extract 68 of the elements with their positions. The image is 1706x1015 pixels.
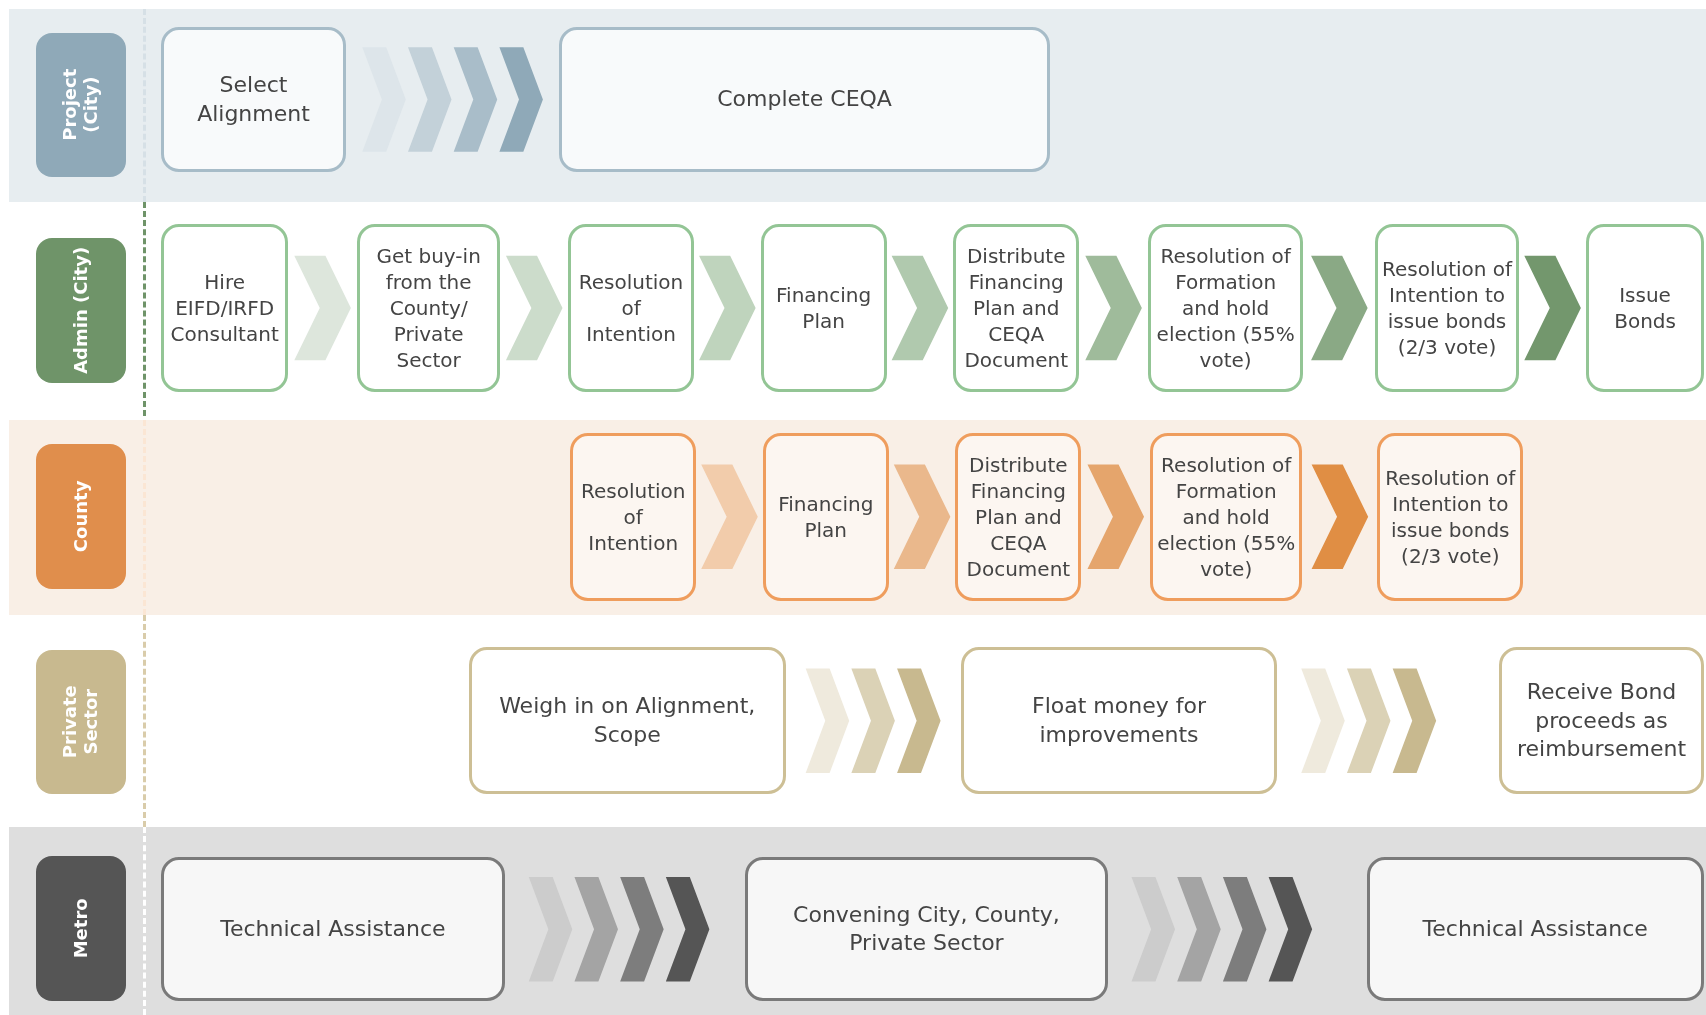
- process-box: [1375, 224, 1519, 392]
- step-text: Distribute Financing Plan and CEQA Document: [963, 242, 1069, 373]
- step-text: Weigh in on Alignment, Scope: [498, 692, 757, 749]
- chevron-arrow: [1392, 668, 1437, 774]
- lane-label: Metro: [70, 897, 92, 961]
- process-box: [953, 224, 1080, 392]
- chevron-arrow: [897, 668, 941, 774]
- step-text: Get buy-in from the County/ Private Sector: [375, 242, 482, 373]
- process-box: [955, 433, 1082, 601]
- step-text: Float money for improvements: [1031, 692, 1207, 749]
- lane-label-badge: [35, 443, 127, 589]
- lane-label: County: [70, 479, 92, 555]
- step-text: Select Alignment: [196, 70, 311, 128]
- chevron-arrow: [1087, 464, 1145, 570]
- chevron-arrow: [699, 255, 756, 361]
- process-box: [161, 857, 505, 1001]
- process-box: [1499, 647, 1704, 795]
- lane-label: Project (City): [60, 67, 102, 143]
- process-box: [762, 433, 889, 601]
- process-box: [960, 647, 1278, 795]
- process-box: [1150, 433, 1303, 601]
- step-text: Resolution of Intention: [577, 268, 685, 347]
- lane-label: Private Sector: [60, 684, 102, 761]
- process-box: [1366, 857, 1704, 1001]
- step-text: Issue Bonds: [1613, 281, 1677, 334]
- chevron-arrow: [701, 464, 758, 570]
- step-text: Convening City, County, Private Sector: [792, 900, 1061, 958]
- step-text: Distribute Financing Plan and CEQA Document: [965, 451, 1072, 582]
- process-box: [1586, 224, 1704, 392]
- chevron-arrow: [893, 464, 951, 570]
- step-text: Technical Assistance: [220, 914, 446, 943]
- step-text: Resolution of Formation and hold election (55% vote): [1155, 242, 1296, 373]
- lane-label-badge: [35, 238, 127, 383]
- process-box: [1147, 224, 1304, 392]
- process-box: [570, 433, 697, 601]
- process-box: [567, 224, 695, 392]
- chevron-arrow: [1085, 255, 1142, 361]
- chevron-arrow: [891, 255, 949, 361]
- chevron-arrow: [1524, 255, 1581, 361]
- chevron-arrow: [665, 876, 710, 982]
- step-text: Resolution of Intention to issue bonds (2/3 vote): [1381, 255, 1513, 360]
- chevron-arrow: [294, 255, 351, 361]
- process-box: [161, 27, 346, 172]
- chevron-arrow: [505, 255, 563, 361]
- process-box: [760, 224, 887, 392]
- step-text: Resolution of Intention: [579, 477, 687, 556]
- step-text: Receive Bond proceeds as reimbursement: [1515, 677, 1688, 764]
- lane-label-badge: [35, 856, 127, 1001]
- chevron-arrow: [1268, 876, 1313, 982]
- step-text: Resolution of Formation and hold election (55% vote): [1156, 451, 1297, 582]
- lane-label-badge: [35, 649, 127, 795]
- step-text: Complete CEQA: [717, 85, 892, 114]
- process-box: [161, 224, 289, 392]
- step-text: Financing Plan: [775, 281, 873, 334]
- chevron-arrow: [499, 47, 543, 152]
- process-box: [745, 857, 1108, 1001]
- chevron-arrow: [1311, 464, 1369, 570]
- process-box: [559, 27, 1050, 172]
- lane-label: Admin (City): [70, 246, 92, 376]
- step-text: Financing Plan: [777, 490, 875, 543]
- step-text: Technical Assistance: [1422, 914, 1648, 943]
- chevron-arrow: [1311, 255, 1368, 361]
- process-box: [1377, 433, 1524, 601]
- step-text: Resolution of Intention to issue bonds (2/3 vote): [1384, 464, 1517, 569]
- process-box: [356, 224, 501, 392]
- process-box: [468, 647, 786, 795]
- step-text: Hire EIFD/IRFD Consultant: [169, 268, 280, 347]
- lane-label-badge: [35, 32, 127, 178]
